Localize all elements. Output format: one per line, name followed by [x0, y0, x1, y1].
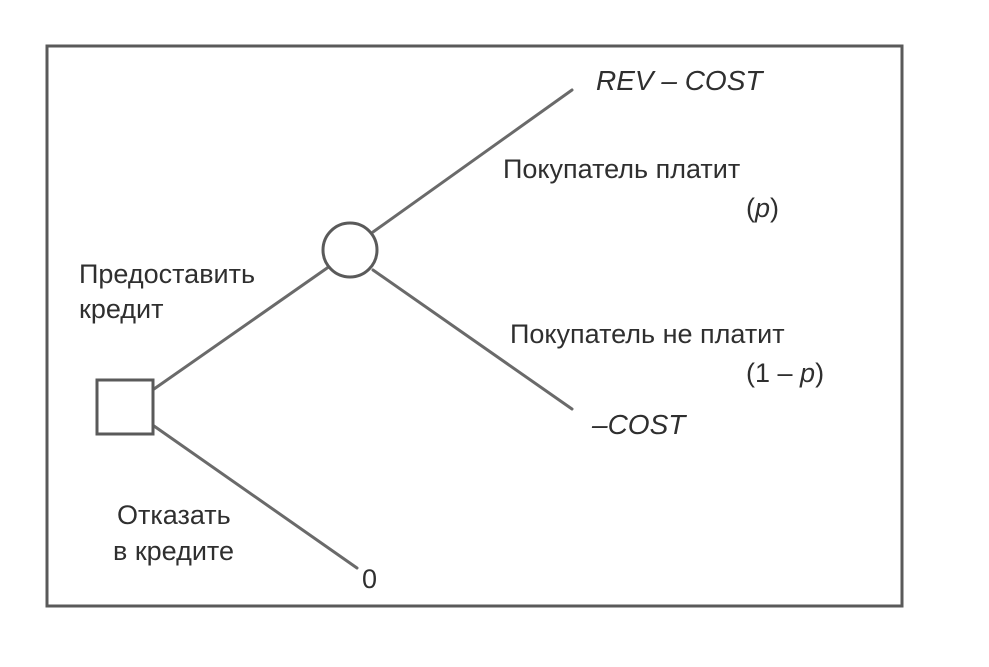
branch-grant-credit	[152, 264, 332, 391]
refuse-credit-label-line2: в кредите	[113, 536, 234, 566]
branch-refuse-credit	[152, 424, 359, 570]
buyer-not-pays-payoff: –COST	[591, 409, 687, 440]
buyer-not-pays-prob-var: p	[799, 358, 815, 388]
grant-credit-label-line2: кредит	[79, 294, 163, 324]
grant-credit-label-line1: Предоставить	[79, 259, 255, 289]
branch-buyer-pays	[371, 88, 574, 234]
refuse-payoff-value: 0	[362, 564, 377, 594]
buyer-not-pays-label: Покупатель не платит	[510, 319, 785, 349]
buyer-pays-probability: (p)	[746, 193, 779, 223]
refuse-credit-label-line1: Отказать	[117, 500, 231, 530]
buyer-pays-label: Покупатель платит	[503, 154, 740, 184]
buyer-not-pays-prob-close: )	[815, 358, 824, 388]
buyer-pays-payoff: REV – COST	[596, 65, 764, 96]
chance-node-circle	[321, 221, 379, 279]
buyer-pays-prob-close: )	[770, 193, 779, 223]
buyer-pays-prob-open: (	[746, 193, 755, 223]
buyer-pays-prob-var: p	[754, 193, 770, 223]
diagram-frame	[45, 44, 904, 608]
branch-buyer-not-pays	[371, 268, 574, 411]
decision-node-square	[95, 378, 155, 436]
buyer-not-pays-prob-open: (1 –	[746, 358, 800, 388]
buyer-not-pays-probability: (1 – p)	[746, 358, 824, 388]
